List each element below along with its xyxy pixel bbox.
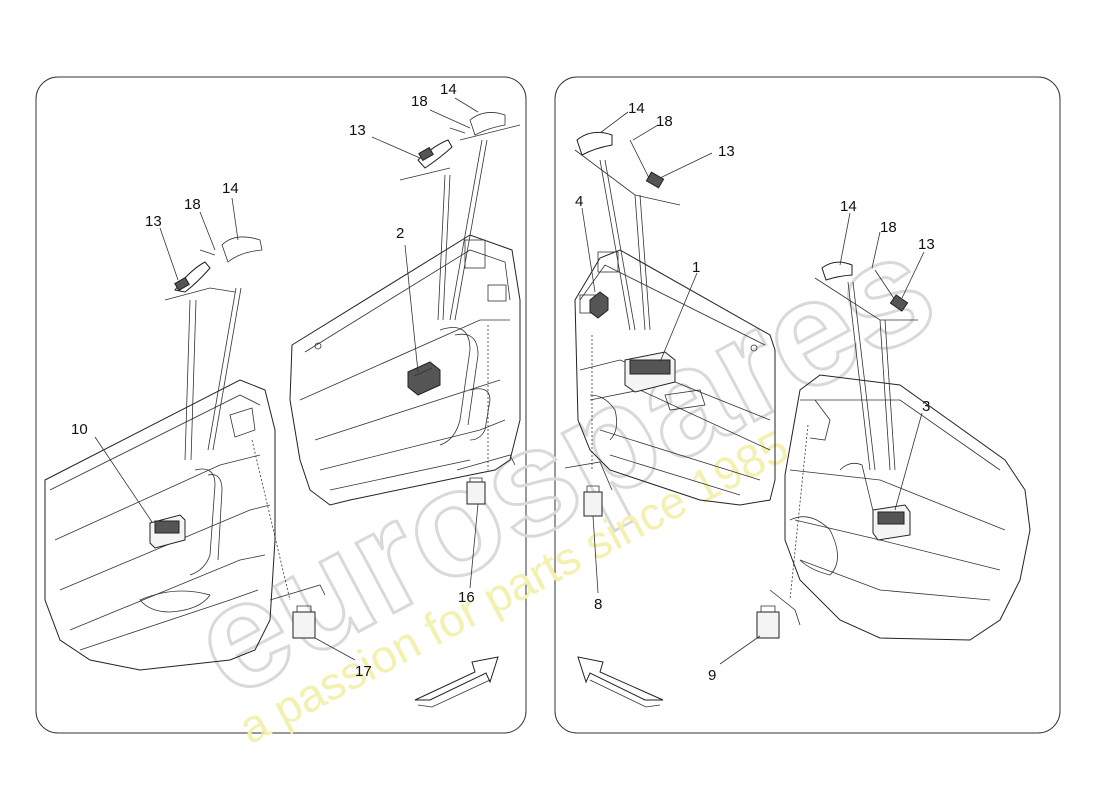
callout-13-a: 13: [349, 122, 366, 139]
callout-13-b: 13: [145, 213, 162, 230]
window-switch-1: [624, 351, 676, 393]
left-panel-frame: [35, 76, 527, 734]
callout-18-b: 18: [184, 196, 201, 213]
callout-8: 8: [594, 596, 602, 613]
callout-17: 17: [355, 663, 372, 680]
callouts-left: 2 10 13 18 14 13 18 14 16 17: [71, 81, 475, 680]
right-door-assembly: 1 3 4 8 9 13 18 14 14 18 13: [564, 100, 1031, 708]
front-door-trim-panel: [289, 234, 521, 506]
callout-2: 2: [396, 225, 404, 242]
wiring-cluster-right-b: [814, 261, 918, 471]
front-door-trim-panel-lower: [44, 379, 291, 671]
callout-13-c: 13: [718, 143, 735, 160]
callout-3: 3: [922, 398, 930, 415]
callout-18-c: 18: [656, 113, 673, 130]
callout-14-d: 14: [840, 198, 857, 215]
control-module-9: [756, 589, 801, 639]
rear-door-trim-panel-lower: [784, 374, 1031, 641]
control-module-16: [456, 454, 516, 505]
left-door-assembly: 2 10 13 18 14 13 18 14 16 17: [44, 81, 521, 708]
window-switch-front-left: [407, 361, 441, 396]
leader-lines-left: [94, 97, 479, 661]
callout-10: 10: [71, 421, 88, 438]
callout-4: 4: [575, 193, 583, 210]
wiring-cluster-left: [164, 236, 263, 461]
wiring-cluster-right-a: [574, 131, 681, 331]
callout-14-c: 14: [628, 100, 645, 117]
callout-18-d: 18: [880, 219, 897, 236]
callout-18-a: 18: [411, 93, 428, 110]
direction-arrow-right: [577, 656, 664, 708]
callout-14-b: 14: [222, 180, 239, 197]
wiring-cluster-right: [399, 112, 521, 321]
leader-lines-right: [581, 111, 925, 665]
callout-9: 9: [708, 667, 716, 684]
window-switch-4: [589, 291, 609, 319]
right-panel-frame: [554, 76, 1061, 734]
callout-13-d: 13: [918, 236, 935, 253]
callouts-right: 1 3 4 8 9 13 18 14 14 18 13: [575, 100, 935, 684]
callout-14-a: 14: [440, 81, 457, 98]
callout-16: 16: [458, 589, 475, 606]
direction-arrow-left: [414, 656, 499, 708]
window-switch-3: [872, 504, 911, 541]
callout-1: 1: [692, 259, 700, 276]
window-switch-10: [149, 514, 186, 549]
control-module-17: [269, 584, 326, 639]
